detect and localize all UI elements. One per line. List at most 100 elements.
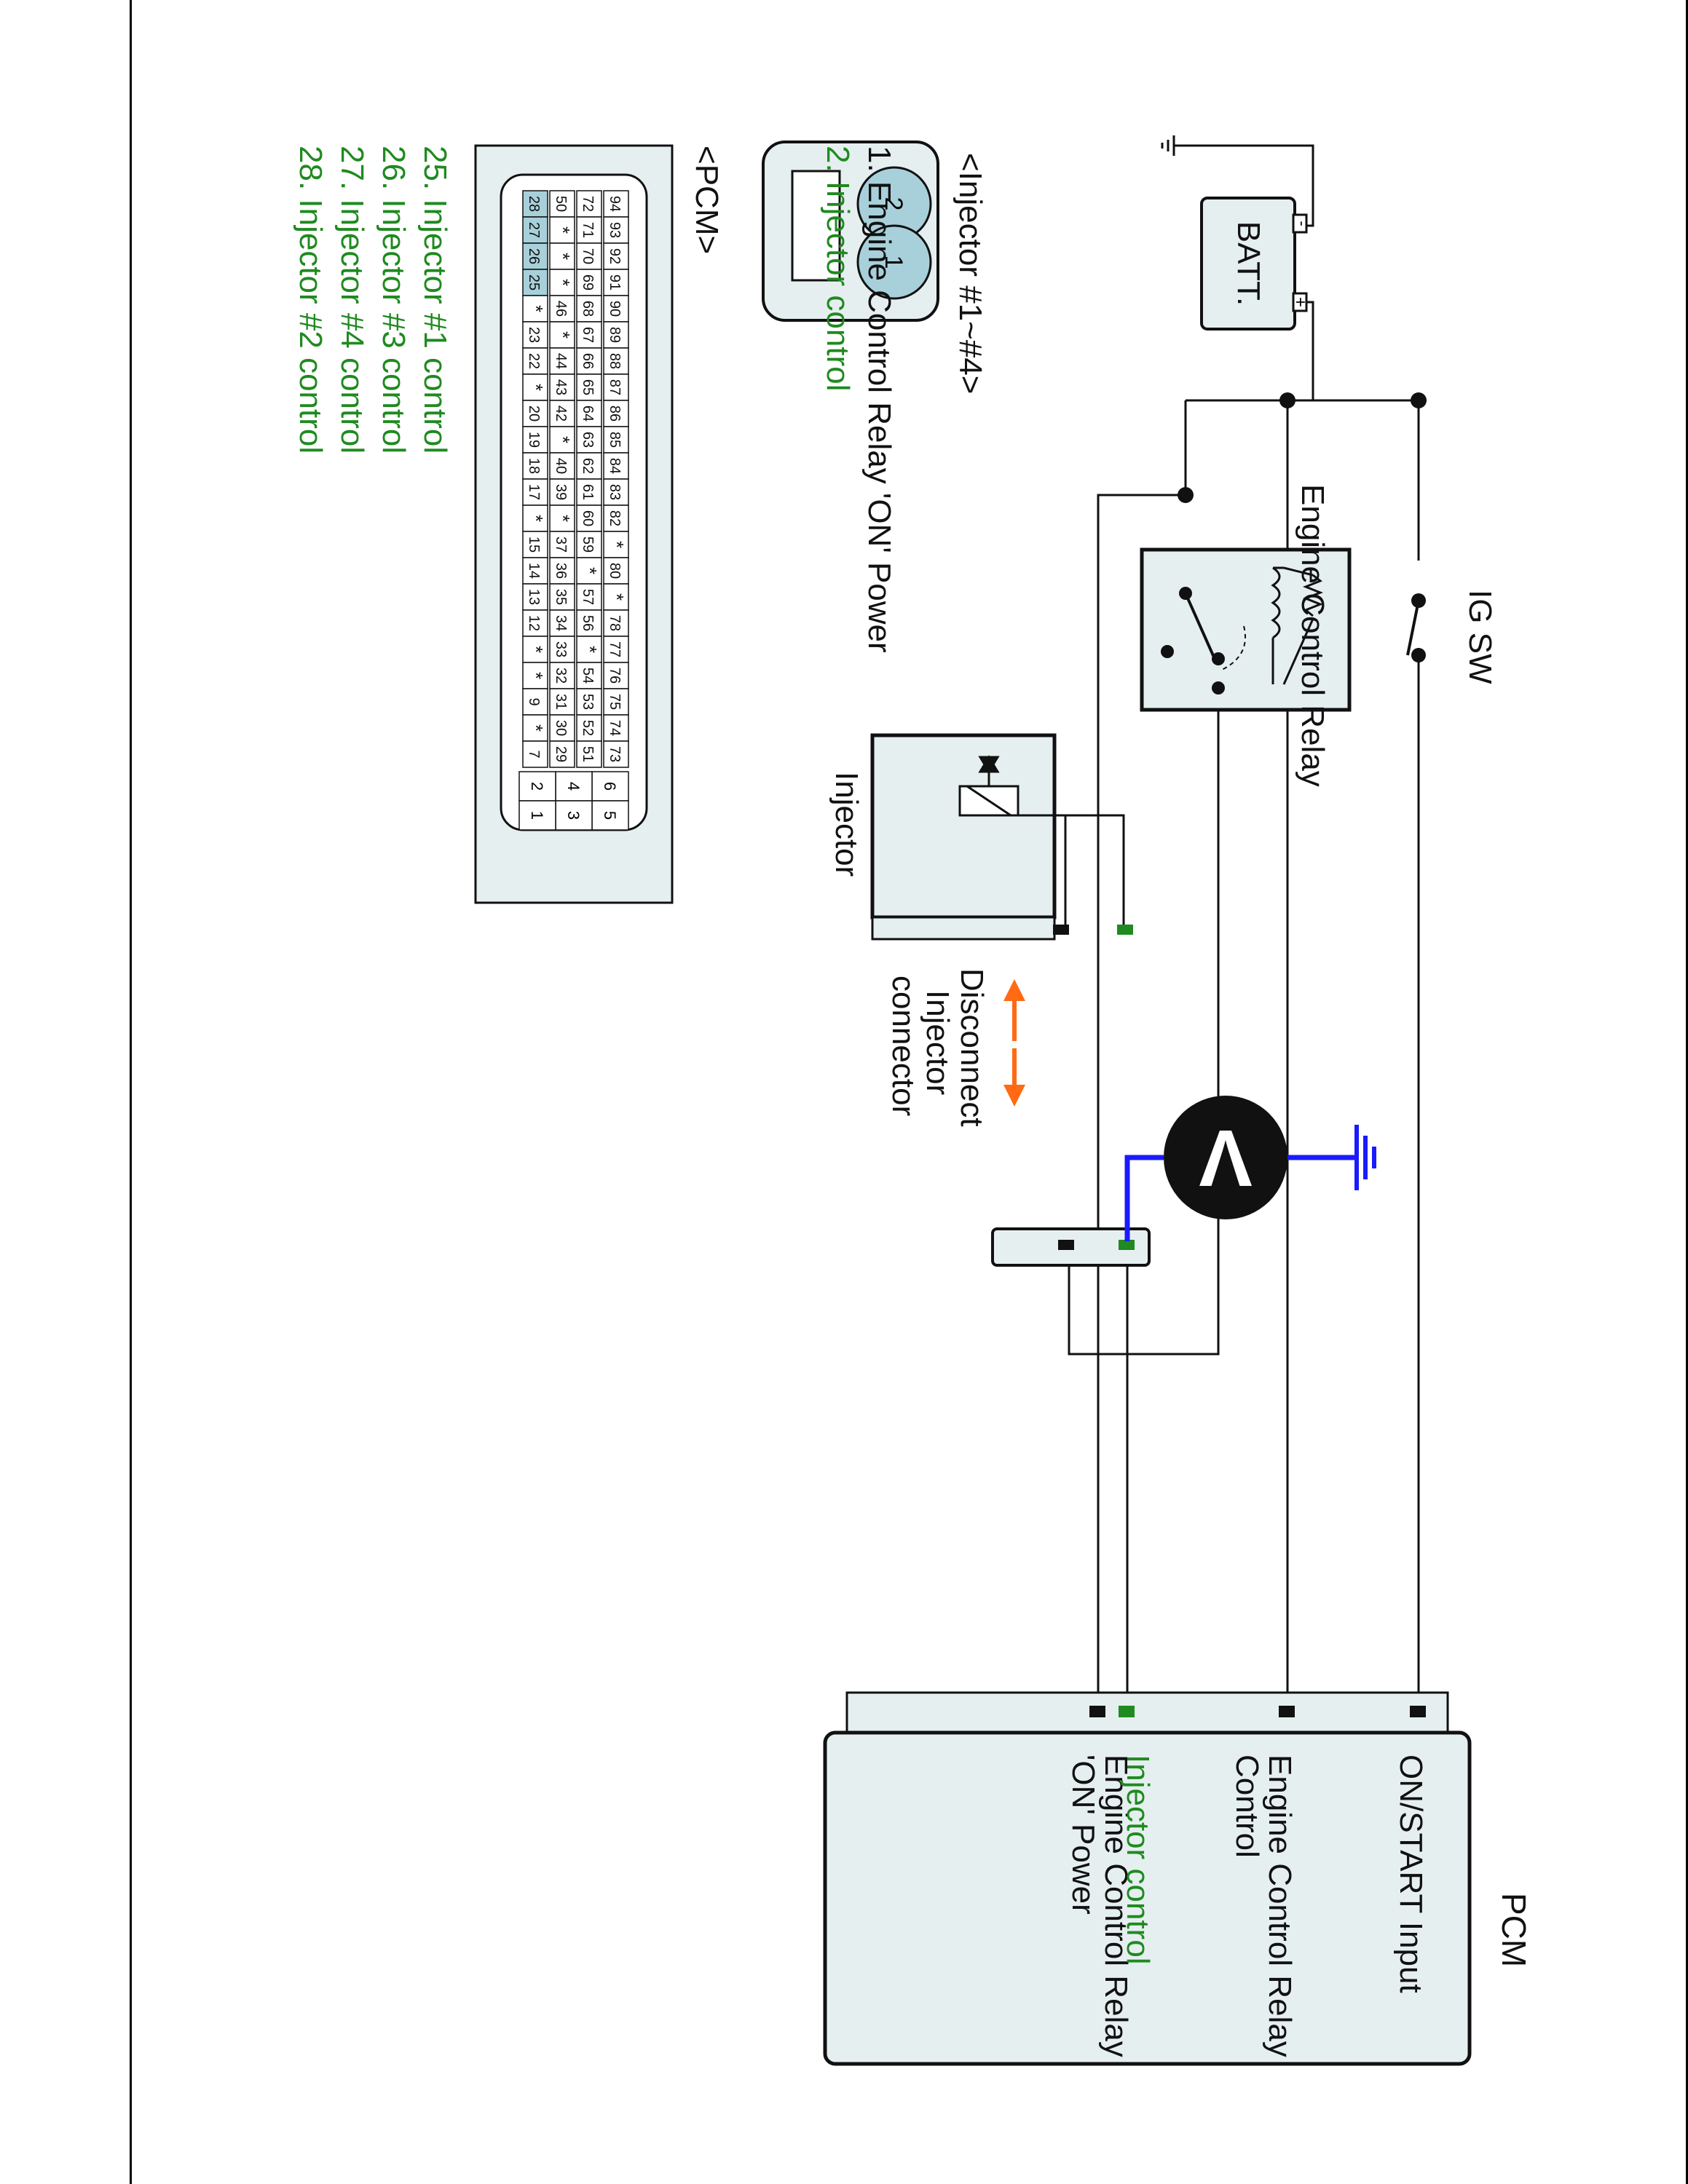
pcm-pin-label: 33 [553,641,569,657]
pcm-small-pin-label: 5 [601,811,619,820]
pcm-pin-label: * [525,305,547,312]
pcm-pin-label: 13 [526,589,542,605]
relay-coil-feed [1277,400,1289,569]
pcm-pin-label: * [552,279,574,286]
pcm-pin-label: 9 [526,697,542,705]
disconnect-label: Disconnect Injector connector [886,968,990,1127]
pcm-pin-label: 82 [607,510,623,526]
pcm-legend-item: 27. Injector #4 control [334,146,370,454]
pcm-pin-label: * [552,436,574,443]
pcm-pin-label: 91 [607,274,623,290]
voltmeter-icon: V [1164,1096,1287,1219]
injector-pin-control [1117,925,1133,935]
relay-coil-icon [1271,566,1324,685]
pcm-pin-label: 67 [580,327,596,343]
pcm-pin-label: 12 [526,615,542,631]
injector-connector-view: <Injector #1~#4> 2 1 [762,141,988,394]
pcm-terminal-label: ON/START Input [1393,1754,1429,1993]
injector-label: Injector [829,772,864,877]
injector-legend-item: 2. Injector control [820,146,856,392]
pcm-small-pin-label: 4 [564,782,583,791]
pcm-pin-label: 80 [607,563,623,579]
engine-control-relay: Engine Control Relay [1140,484,1352,787]
pcm-pin-label: 71 [580,222,596,238]
pcm-pin-label: 69 [580,274,596,290]
pcm-pin-label: * [552,253,574,260]
pcm-pin-label: 86 [607,405,623,422]
pcm-terminal-label: Engine Control Relay [1262,1754,1298,2057]
injector-pin-label: 2 [880,197,907,211]
pcm-pin-label: 63 [580,432,596,448]
pcm-pin-label: 89 [607,327,623,343]
svg-text:Injector: Injector [920,990,955,1095]
pcm-pin-label: * [606,541,628,548]
pcm-terminal-label-line2: Control [1229,1754,1265,1858]
pcm-pin-label: * [552,515,574,522]
pcm-pin-grid: 94939291908988878685848382*80*7877767574… [522,190,629,768]
pcm-small-pin-label: 1 [528,811,546,820]
pcm-pin-label: 19 [526,432,542,448]
solenoid-icon [958,755,1125,925]
pcm-pin-label: 25 [526,274,542,290]
page-frame [130,0,1688,2184]
pcm-pin-label: * [525,724,547,732]
pcm-pin-label: 43 [553,379,569,395]
pcm-pin-label: 65 [580,379,596,395]
pcm-title: PCM [1495,1893,1533,1967]
pcm-pin-label: 74 [607,720,623,736]
svg-text:V: V [1199,1113,1252,1203]
svg-text:Disconnect: Disconnect [954,968,990,1127]
pcm-pin-label: 7 [526,750,542,758]
ig-switch-label: IG SW [1462,590,1498,684]
pcm-pin-label: * [552,331,574,339]
pcm-pin-label: 44 [553,353,569,369]
relay-switch-icon [1161,587,1246,695]
pcm-pin-label: 14 [526,563,542,579]
pcm-pin-label: 92 [607,248,623,264]
pcm-pin-label: 53 [580,694,596,710]
pcm-connector-title: <PCM> [689,146,725,254]
pcm-pin-label: 36 [553,563,569,579]
pcm-block [823,1691,1472,2066]
pcm-pin-label: 39 [553,484,569,500]
pcm-pin-label: 85 [607,432,623,448]
wiring [1068,144,1420,1714]
pcm-pin-label: 31 [553,694,569,710]
pcm-terminal-labels: PCM ON/START Input Engine Control RelayCon… [1065,1754,1533,2057]
pcm-legend-item: 28. Injector #2 control [293,146,328,454]
pcm-pin-label: 66 [580,353,596,369]
relay-output-wire [1068,688,1220,1356]
pcm-pin-label: 35 [553,589,569,605]
pcm-pin-label: 32 [553,668,569,684]
pcm-terminal-label-line2: 'ON' Power [1065,1754,1101,1915]
pcm-pin-label: 37 [553,537,569,553]
pcm-pin-label: 54 [580,668,596,684]
pcm-pin-label: * [525,384,547,391]
pcm-pin-label: 23 [526,327,542,343]
harness-connector [991,1227,1151,1267]
pcm-pin-label: * [606,593,628,601]
pcm-pin-label: 93 [607,222,623,238]
pcm-pin-label: 70 [580,248,596,264]
pcm-pin-label: 68 [580,301,596,317]
pcm-pin-label: 52 [580,720,596,736]
pcm-pin-label: * [525,515,547,522]
pcm-pin-label: 27 [526,222,542,238]
injector-component: Injector [829,733,1133,941]
pcm-pin-label: 73 [607,746,623,762]
pcm-terminal-label: Injector control [1120,1754,1156,1965]
pcm-pin-label: 17 [526,484,542,500]
pcm-pin-cell [603,740,629,768]
pcm-pin-label: 51 [580,746,596,762]
pcm-pin-label: 42 [553,405,569,422]
battery-plus-wire [1295,301,1314,400]
battery-plus-label: + [1290,297,1310,307]
pcm-pin-label: 83 [607,484,623,500]
pcm-pin-label: 59 [580,537,596,553]
pcm-pin-label: 94 [607,196,623,212]
pcm-pin-label: 88 [607,353,623,369]
injector-pin-power [1053,925,1069,935]
pcm-pin-label: * [525,646,547,653]
